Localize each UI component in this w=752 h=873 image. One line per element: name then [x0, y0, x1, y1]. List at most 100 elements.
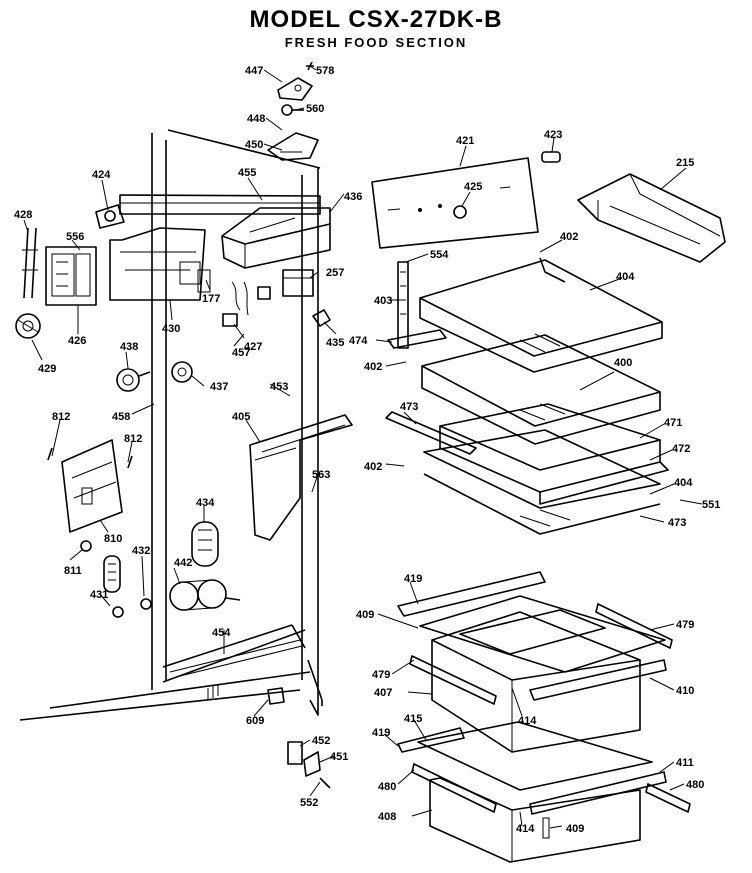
callout-447: 447 [245, 65, 263, 77]
screw-811 [80, 540, 92, 552]
callout-437: 437 [210, 381, 228, 393]
crisper-drawer-407 [431, 609, 641, 753]
callout-812b: 812 [124, 433, 142, 445]
shelf-rail-473 [385, 411, 477, 455]
callout-409b: 409 [566, 823, 584, 835]
hinge-cover-447 [277, 77, 313, 101]
callout-429: 429 [38, 363, 56, 375]
knob-437 [171, 361, 193, 383]
rail-411 [529, 771, 667, 815]
callout-474: 474 [349, 335, 368, 347]
grommet-432 [140, 598, 152, 610]
hinge-451 [303, 751, 321, 777]
callout-414a: 414 [518, 715, 537, 727]
light-socket-428 [22, 227, 38, 299]
bracket-452 [287, 741, 303, 765]
callout-431: 431 [90, 589, 108, 601]
callout-436: 436 [344, 191, 362, 203]
cabinet-liner [19, 129, 323, 721]
callout-455: 455 [238, 167, 256, 179]
shelf-404-top [419, 257, 663, 373]
label-409 [542, 817, 550, 839]
air-duct-436 [221, 207, 331, 269]
callout-479b: 479 [372, 669, 390, 681]
callout-450: 450 [245, 139, 263, 151]
model-title: MODEL CSX-27DK-B [249, 6, 503, 33]
callout-424: 424 [92, 169, 111, 181]
callout-551: 551 [702, 499, 720, 511]
control-panel-421 [371, 157, 539, 249]
rail-419-top [397, 571, 546, 617]
rail-410 [529, 659, 667, 701]
liner-top-beam [119, 194, 321, 215]
drawer-cover-415 [417, 721, 653, 791]
side-rail-403 [397, 261, 409, 349]
foot-609 [267, 687, 285, 705]
callout-554: 554 [430, 249, 449, 261]
lamp-423 [541, 151, 561, 163]
callout-432: 432 [132, 545, 150, 557]
clip-812 [47, 447, 133, 469]
rail-480-right [645, 783, 691, 813]
callout-410: 410 [676, 685, 694, 697]
callout-448: 448 [247, 113, 265, 125]
callout-402a: 402 [560, 231, 578, 243]
callout-471: 471 [664, 417, 682, 429]
callout-400: 400 [614, 357, 632, 369]
shelf-400 [421, 334, 661, 445]
callout-438: 438 [120, 341, 138, 353]
callout-423: 423 [544, 129, 562, 141]
light-bulb-429 [15, 313, 41, 339]
callout-472: 472 [672, 443, 690, 455]
rail-480-left [411, 763, 497, 813]
callout-177: 177 [202, 293, 220, 305]
callout-421: 421 [456, 135, 474, 147]
callout-408: 408 [378, 811, 396, 823]
callout-426: 426 [68, 335, 86, 347]
shelf-404-bottom [423, 429, 661, 535]
callout-402c: 402 [364, 461, 382, 473]
screw-552 [319, 777, 331, 789]
callout-552: 552 [300, 797, 318, 809]
damper-434 [191, 521, 219, 567]
hinge-bracket-448 [267, 132, 319, 161]
callout-812a: 812 [52, 411, 70, 423]
callout-434: 434 [196, 497, 215, 509]
callout-609: 609 [246, 715, 264, 727]
callout-409a: 409 [356, 609, 374, 621]
lamp-shield-426 [45, 246, 97, 306]
callout-430: 430 [162, 323, 180, 335]
callout-215: 215 [676, 157, 694, 169]
callout-407: 407 [374, 687, 392, 699]
rail-479-right [595, 603, 673, 649]
callout-427: 427 [244, 341, 262, 353]
callout-811: 811 [64, 565, 82, 577]
shelf-rail-474 [387, 329, 447, 349]
bracket-405 [249, 414, 353, 541]
callout-458: 458 [112, 411, 130, 423]
section-subtitle: FRESH FOOD SECTION [284, 35, 468, 50]
wiring-harness-427 [222, 281, 271, 327]
callout-labels: 447 578 448 560 450 424 455 436 421 423 … [14, 65, 720, 835]
callout-810: 810 [104, 533, 122, 545]
callout-480b: 480 [686, 779, 704, 791]
callout-454: 454 [212, 627, 231, 639]
callout-404a: 404 [616, 271, 635, 283]
knob-438 [116, 368, 151, 392]
callout-578: 578 [316, 65, 334, 77]
leader-lines [23, 65, 703, 829]
control-housing-424 [95, 204, 211, 301]
callout-560: 560 [306, 103, 324, 115]
callout-453: 453 [270, 381, 288, 393]
vent-431 [103, 555, 124, 618]
callout-425: 425 [464, 181, 482, 193]
relay-257 [282, 269, 314, 297]
callout-405: 405 [232, 411, 250, 423]
crisper-drawer-408 [429, 777, 641, 863]
rail-419-bottom [397, 727, 465, 753]
callout-402b: 402 [364, 361, 382, 373]
drawer-cover-409 [419, 595, 666, 673]
callout-473a: 473 [400, 401, 418, 413]
callout-415: 415 [404, 713, 422, 725]
